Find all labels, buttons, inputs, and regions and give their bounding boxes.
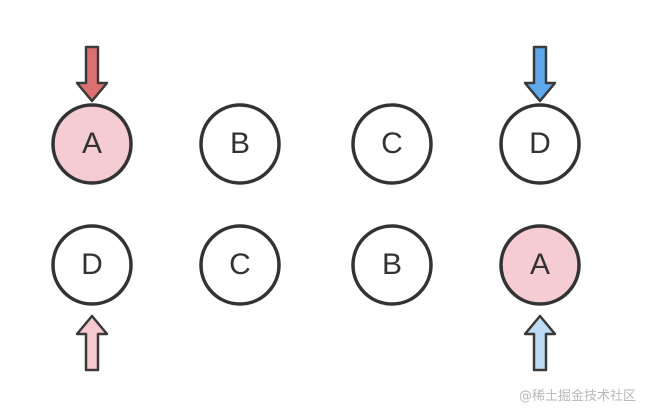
node-circle [51, 224, 133, 306]
node-label: C [381, 127, 403, 160]
node-circle [499, 103, 581, 185]
node-label: A [82, 127, 102, 160]
node-circle [199, 103, 281, 185]
node-label: B [230, 127, 250, 160]
node-2-1: D [51, 224, 133, 306]
node-label: C [229, 248, 251, 281]
watermark: @稀土掘金技术社区 [518, 389, 636, 404]
node-circle [51, 103, 133, 185]
node-1-2: B [199, 103, 281, 185]
node-2-4: A [499, 224, 581, 306]
top-right-arrow-icon [523, 45, 557, 103]
node-1-4: D [499, 103, 581, 185]
top-left-arrow-icon [75, 45, 109, 103]
bottom-left-arrow-icon [75, 314, 109, 372]
node-label: D [81, 248, 103, 281]
node-1-1: A [51, 103, 133, 185]
bottom-right-arrow-icon [523, 314, 557, 372]
node-circle [199, 224, 281, 306]
node-circle [499, 224, 581, 306]
node-1-3: C [351, 103, 433, 185]
node-2-2: C [199, 224, 281, 306]
node-label: A [530, 248, 550, 281]
node-circle [351, 103, 433, 185]
node-2-3: B [351, 224, 433, 306]
node-label: B [382, 248, 402, 281]
node-label: D [529, 127, 551, 160]
node-circle [351, 224, 433, 306]
